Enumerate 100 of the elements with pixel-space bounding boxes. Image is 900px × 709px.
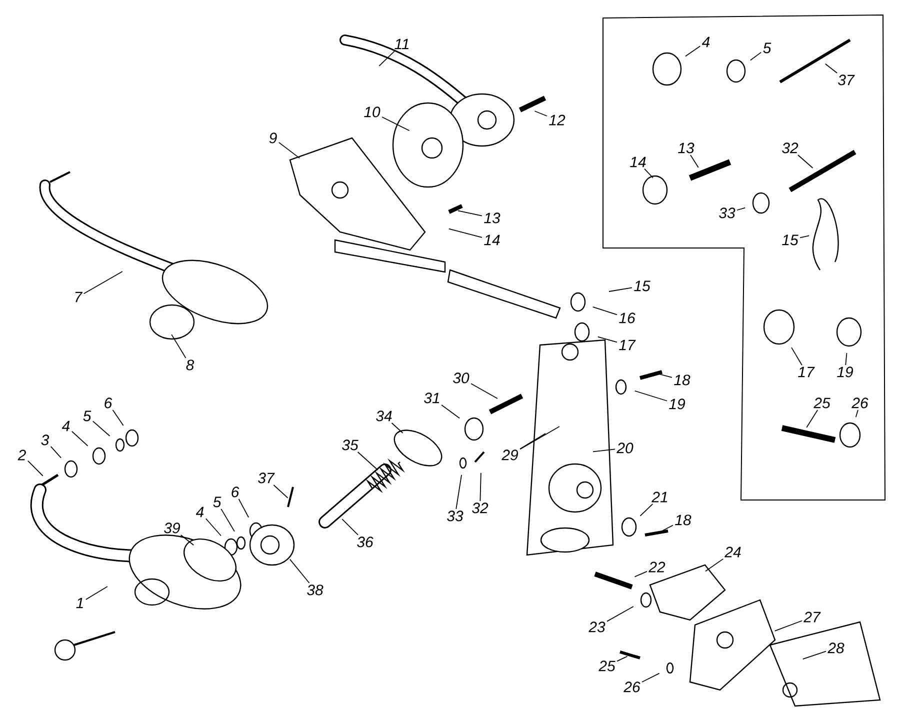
- callout-number: 3: [41, 434, 50, 446]
- callout-number: 4: [702, 36, 710, 48]
- leader-line: [534, 110, 548, 116]
- leader-line: [608, 287, 632, 292]
- callout-number: 22: [648, 562, 666, 572]
- leader-line: [27, 460, 44, 476]
- leader-line: [520, 426, 560, 450]
- callout-number: 7: [75, 292, 83, 302]
- leader-line: [802, 650, 826, 660]
- leader-line: [634, 390, 668, 402]
- leader-line: [634, 570, 648, 578]
- callout-number: 34: [376, 410, 392, 422]
- leader-line: [50, 446, 62, 458]
- leader-line: [83, 271, 123, 294]
- callout-number: 27: [804, 612, 821, 622]
- callout-number: 15: [782, 234, 798, 246]
- leader-line: [750, 52, 762, 61]
- callout-number: 15: [634, 280, 650, 292]
- leader-line: [845, 352, 848, 366]
- callout-number: 12: [549, 114, 566, 126]
- callout-number: 23: [588, 622, 606, 632]
- leader-line: [180, 534, 194, 546]
- leader-line: [642, 672, 660, 682]
- leader-line: [382, 116, 410, 132]
- callout-number: 28: [828, 642, 844, 654]
- callout-number: 32: [472, 502, 488, 514]
- callout-number: 26: [852, 398, 868, 408]
- callout-number: 18: [675, 514, 692, 526]
- leader-line: [662, 524, 674, 532]
- callout-number: 32: [782, 142, 798, 154]
- callout-number: 25: [598, 660, 616, 672]
- callout-number: 19: [837, 366, 854, 378]
- callout-number: 5: [83, 410, 92, 422]
- leader-line: [220, 508, 235, 532]
- callout-number: 17: [798, 366, 815, 378]
- leader-line: [774, 620, 802, 632]
- leader-line: [644, 168, 654, 178]
- leader-line: [791, 347, 802, 366]
- leader-line: [855, 410, 858, 418]
- callout-number: 35: [342, 440, 358, 450]
- callout-number: 21: [652, 492, 668, 502]
- leader-line: [798, 154, 814, 168]
- leader-line: [391, 422, 404, 434]
- callout-number: 8: [186, 360, 194, 370]
- callout-number: 6: [232, 486, 240, 498]
- callout-number: 5: [213, 496, 222, 508]
- callout-number: 39: [164, 522, 180, 534]
- leader-line: [85, 586, 108, 600]
- callout-number: 30: [453, 372, 470, 384]
- leader-line: [112, 410, 124, 426]
- leader-line: [592, 306, 618, 316]
- callout-number: 4: [62, 420, 70, 432]
- callout-number: 17: [619, 340, 636, 350]
- leader-line: [357, 452, 378, 470]
- leader-line: [806, 410, 818, 428]
- leader-line: [342, 518, 358, 536]
- callout-number: 20: [616, 442, 634, 454]
- callout-number: 1: [76, 598, 83, 608]
- leader-line: [457, 210, 482, 216]
- leader-line: [690, 154, 699, 168]
- leader-line: [441, 404, 460, 419]
- callout-number: 25: [814, 398, 830, 408]
- callout-number: 13: [484, 212, 500, 224]
- callout-number: 31: [424, 392, 440, 404]
- callout-number: 11: [394, 38, 409, 50]
- leader-line: [736, 207, 746, 211]
- callout-number: 19: [669, 398, 686, 410]
- leader-line: [640, 503, 654, 516]
- leader-line: [657, 373, 672, 378]
- callout-number: 37: [838, 74, 855, 86]
- callout-number: 4: [196, 506, 204, 518]
- leader-line: [470, 383, 498, 399]
- leader-line: [171, 334, 186, 358]
- callout-number: 2: [18, 450, 26, 460]
- leader-line: [448, 228, 482, 238]
- callout-number: 24: [724, 546, 741, 558]
- leader-line: [606, 606, 634, 622]
- callout-number: 14: [630, 156, 646, 168]
- leader-line: [378, 50, 396, 66]
- leader-line: [273, 484, 288, 498]
- callout-number: 33: [719, 208, 736, 218]
- leader-line: [278, 142, 300, 159]
- callout-number: 33: [447, 510, 464, 522]
- callout-number: 6: [104, 398, 112, 408]
- callout-number: 5: [763, 42, 772, 54]
- leader-line: [289, 558, 310, 584]
- leader-line: [238, 498, 250, 518]
- leader-line: [520, 433, 546, 450]
- callout-number: 9: [269, 132, 277, 144]
- callout-number: 13: [678, 142, 694, 154]
- callout-number: 10: [364, 106, 380, 118]
- callout-number: 16: [619, 312, 636, 324]
- callout-number: 29: [502, 450, 518, 460]
- callout-number: 14: [484, 234, 500, 246]
- leader-line: [597, 336, 618, 343]
- leader-line: [685, 46, 701, 57]
- leader-line: [800, 235, 810, 238]
- leader-line: [71, 430, 88, 446]
- callout-number: 37: [258, 472, 275, 484]
- callout-number: 38: [307, 584, 324, 596]
